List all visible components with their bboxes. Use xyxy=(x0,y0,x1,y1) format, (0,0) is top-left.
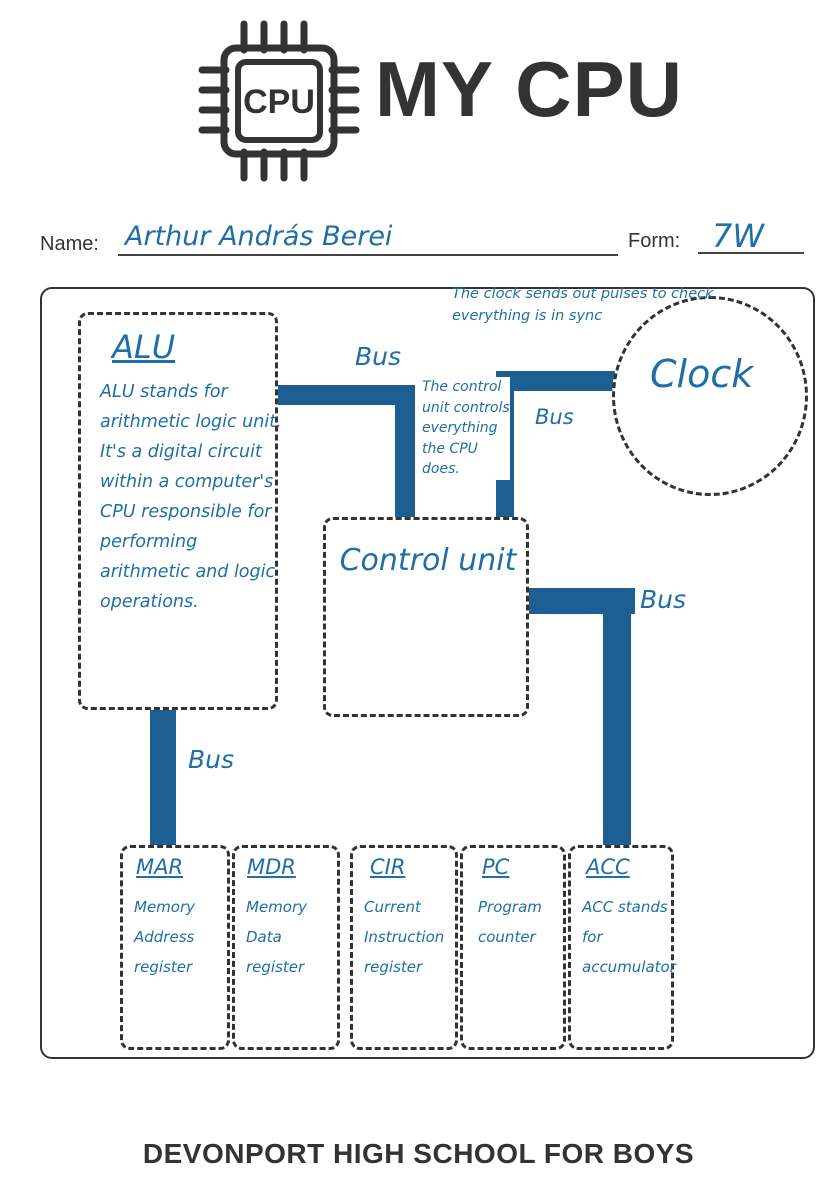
register-title: ACC xyxy=(586,855,630,879)
register-description: Program counter xyxy=(478,898,542,946)
register-title: MDR xyxy=(247,855,296,879)
bus-label: Bus xyxy=(355,342,402,371)
register-description: Memory Address register xyxy=(134,898,196,976)
school-name: DEVONPORT HIGH SCHOOL FOR BOYS xyxy=(142,1138,695,1169)
bus-cu-acc-vertical xyxy=(603,588,631,848)
register-box-cir xyxy=(350,845,458,1050)
clock-circle xyxy=(612,296,808,496)
control-unit-note: The control unit controls everything the… xyxy=(422,377,510,480)
register-box-acc xyxy=(568,845,674,1050)
alu-description: ALU stands for arithmetic logic unit. It… xyxy=(100,382,282,612)
bus-alu-mar xyxy=(150,708,176,848)
form-underline xyxy=(698,252,804,254)
register-description: Current Instruction register xyxy=(364,898,445,976)
register-title: MAR xyxy=(136,855,184,879)
bus-clock-cu-horizontal xyxy=(500,371,616,391)
form-value: 7W xyxy=(712,217,764,255)
bus-label: Bus xyxy=(188,745,235,774)
diagram-frame xyxy=(40,287,815,1059)
register-title: CIR xyxy=(370,855,406,879)
alu-box xyxy=(78,312,278,710)
form-label: Form: xyxy=(628,230,681,252)
page-title: MY CPU xyxy=(375,45,683,133)
cpu-logo-text: CPU xyxy=(243,83,315,121)
alu-title: ALU xyxy=(112,328,176,366)
register-description: Memory Data register xyxy=(246,898,308,976)
bus-label: Bus xyxy=(535,405,574,429)
name-label: Name: xyxy=(40,233,99,255)
name-value: Arthur András Berei xyxy=(125,221,393,252)
register-box-pc xyxy=(460,845,566,1050)
control-unit-title: Control unit xyxy=(339,543,517,578)
bus-alu-cu-vertical xyxy=(395,385,415,521)
register-description: ACC stands for accumulator xyxy=(582,898,676,976)
bus-label: Bus xyxy=(640,585,687,614)
register-title: PC xyxy=(482,855,510,879)
name-underline xyxy=(118,254,618,256)
register-box-mar xyxy=(120,845,230,1050)
control-unit-box xyxy=(323,517,529,717)
clock-note: The clock sends out pulses to check ever… xyxy=(452,286,714,324)
bus-alu-cu-horizontal xyxy=(275,385,415,405)
cpu-chip-icon: CPU xyxy=(198,20,360,182)
register-box-mdr xyxy=(232,845,340,1050)
clock-title: Clock xyxy=(650,352,754,396)
